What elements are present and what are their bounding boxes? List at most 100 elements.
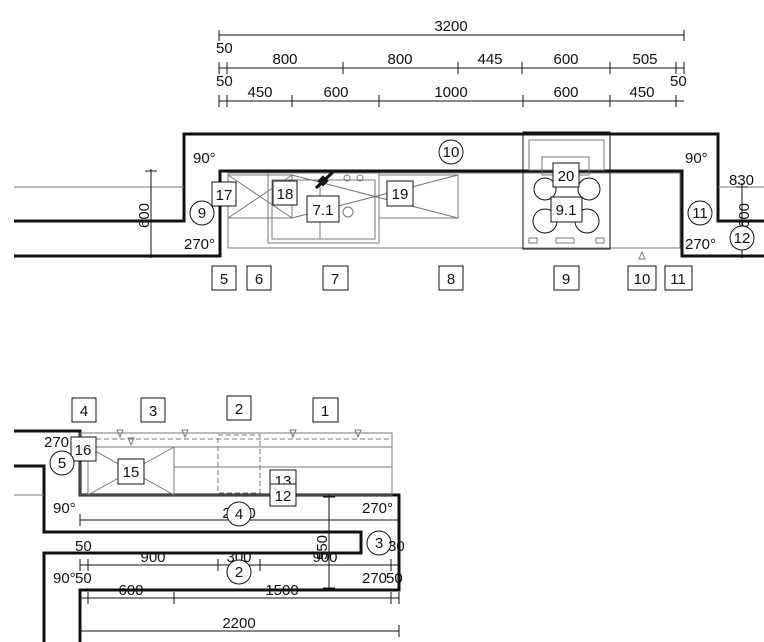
angle-label: 270 <box>44 434 69 451</box>
wall-circle-label: 2 <box>226 559 252 585</box>
dimension-row-1: 800 800 445 600 505 50 50 <box>216 51 687 90</box>
dim-50-top: 50 <box>216 40 233 57</box>
section-box: 1 <box>312 397 339 423</box>
inner-wall-bottom <box>14 464 363 642</box>
wall-circle-label: 10 <box>438 139 464 165</box>
wall-circle-label: 3 <box>366 530 392 556</box>
dim-450-a: 450 <box>247 84 272 101</box>
top-plan: 3200 50 800 800 445 600 505 50 50 <box>14 18 764 291</box>
dimension-row-1500: 600 1500 <box>79 582 400 604</box>
label-box: 15 <box>117 458 145 485</box>
dim-505: 505 <box>632 51 657 68</box>
svg-text:10: 10 <box>443 144 460 161</box>
dim-800-a: 800 <box>272 51 297 68</box>
dimension-right: 830 600 <box>729 172 754 258</box>
svg-text:8: 8 <box>447 271 455 288</box>
section-box: 3 <box>140 397 166 423</box>
svg-text:10: 10 <box>634 271 651 288</box>
dim-50-left: 50 <box>216 73 233 90</box>
svg-text:1: 1 <box>321 403 329 420</box>
svg-text:9.1: 9.1 <box>556 202 577 219</box>
angle-label: 270 <box>362 570 387 587</box>
dim-445: 445 <box>477 51 502 68</box>
dimension-depth: 600 <box>136 169 157 258</box>
dim-900-a: 900 <box>140 549 165 566</box>
dim-50-right: 50 <box>670 73 687 90</box>
svg-text:11: 11 <box>670 271 686 288</box>
dim-50: 50 <box>75 538 92 555</box>
dimension-2200-lower: 2200 <box>79 615 400 637</box>
svg-text:6: 6 <box>255 271 263 288</box>
dim-3200: 3200 <box>434 18 467 35</box>
burner-icon <box>577 177 601 201</box>
section-box: 5 <box>211 265 237 291</box>
outer-wall-bottom <box>14 429 401 642</box>
dim-600-depth: 600 <box>136 203 153 228</box>
svg-text:3: 3 <box>375 535 383 552</box>
wall-circle-label: 12 <box>729 225 755 251</box>
dimension-row-2: 450 600 1000 600 450 <box>218 84 684 107</box>
angle-top-right: 90° <box>685 150 708 167</box>
angle-label: 90° <box>53 570 76 587</box>
dim-830: 830 <box>729 172 754 189</box>
svg-text:7.1: 7.1 <box>313 202 334 219</box>
section-box: 9 <box>553 265 580 291</box>
svg-text:19: 19 <box>392 186 409 203</box>
dim-800-b: 800 <box>387 51 412 68</box>
angle-bottom-left: 270° <box>184 236 215 253</box>
svg-text:5: 5 <box>220 271 228 288</box>
bottom-plan: 4 3 2 1 16 15 13 12 270 <box>14 395 405 642</box>
dim-600-right: 600 <box>736 203 753 228</box>
svg-text:17: 17 <box>216 187 233 204</box>
wall-circle-label: 11 <box>687 200 713 226</box>
dim-600-b: 600 <box>323 84 348 101</box>
label-box: 17 <box>211 181 237 207</box>
sink <box>267 172 380 244</box>
label-box: 20 <box>552 162 580 188</box>
svg-text:18: 18 <box>277 186 294 203</box>
section-box: 7 <box>322 265 349 291</box>
label-box: 19 <box>386 180 414 207</box>
burner-icon <box>533 177 557 201</box>
outer-wall-top <box>14 132 764 223</box>
angle-label: 270° <box>362 500 393 517</box>
dim-900-b: 900 <box>312 549 337 566</box>
dimension-total: 3200 50 <box>216 18 685 57</box>
svg-text:3: 3 <box>149 403 157 420</box>
wall-circle-label: 5 <box>49 450 75 476</box>
dim-50-b: 50 <box>75 570 92 587</box>
angle-bottom-right: 270° <box>685 236 716 253</box>
inner-wall-top <box>14 169 764 258</box>
wall-circle-label: 4 <box>226 501 252 527</box>
dim-50-c: 50 <box>386 570 403 587</box>
svg-text:2: 2 <box>235 564 243 581</box>
label-box: 16 <box>70 436 97 462</box>
svg-text:4: 4 <box>235 506 243 523</box>
svg-text:11: 11 <box>692 205 708 222</box>
section-box: 10 <box>627 265 657 291</box>
svg-text:20: 20 <box>558 168 575 185</box>
section-box: 11 <box>664 265 693 291</box>
svg-text:15: 15 <box>123 464 140 481</box>
dim-1500: 1500 <box>265 582 298 599</box>
dim-550: 550 <box>314 535 331 560</box>
dimension-550: 550 <box>314 495 335 590</box>
cooktop <box>522 131 611 250</box>
dim-600: 600 <box>118 582 143 599</box>
svg-text:9: 9 <box>562 271 570 288</box>
svg-text:2: 2 <box>235 401 243 418</box>
dim-600-c: 600 <box>553 84 578 101</box>
section-box: 4 <box>71 397 97 423</box>
svg-text:7: 7 <box>331 271 339 288</box>
countertop-bottom <box>79 429 393 496</box>
label-box: 9.1 <box>550 196 583 223</box>
faucet-icon <box>314 170 335 190</box>
dim-1000: 1000 <box>434 84 467 101</box>
wall-circle-label: 9 <box>189 200 215 226</box>
dim-2200-b: 2200 <box>222 615 255 632</box>
label-box: 12 <box>269 483 297 507</box>
svg-text:9: 9 <box>198 205 206 222</box>
section-box: 2 <box>226 395 252 421</box>
section-box: 6 <box>246 265 272 291</box>
